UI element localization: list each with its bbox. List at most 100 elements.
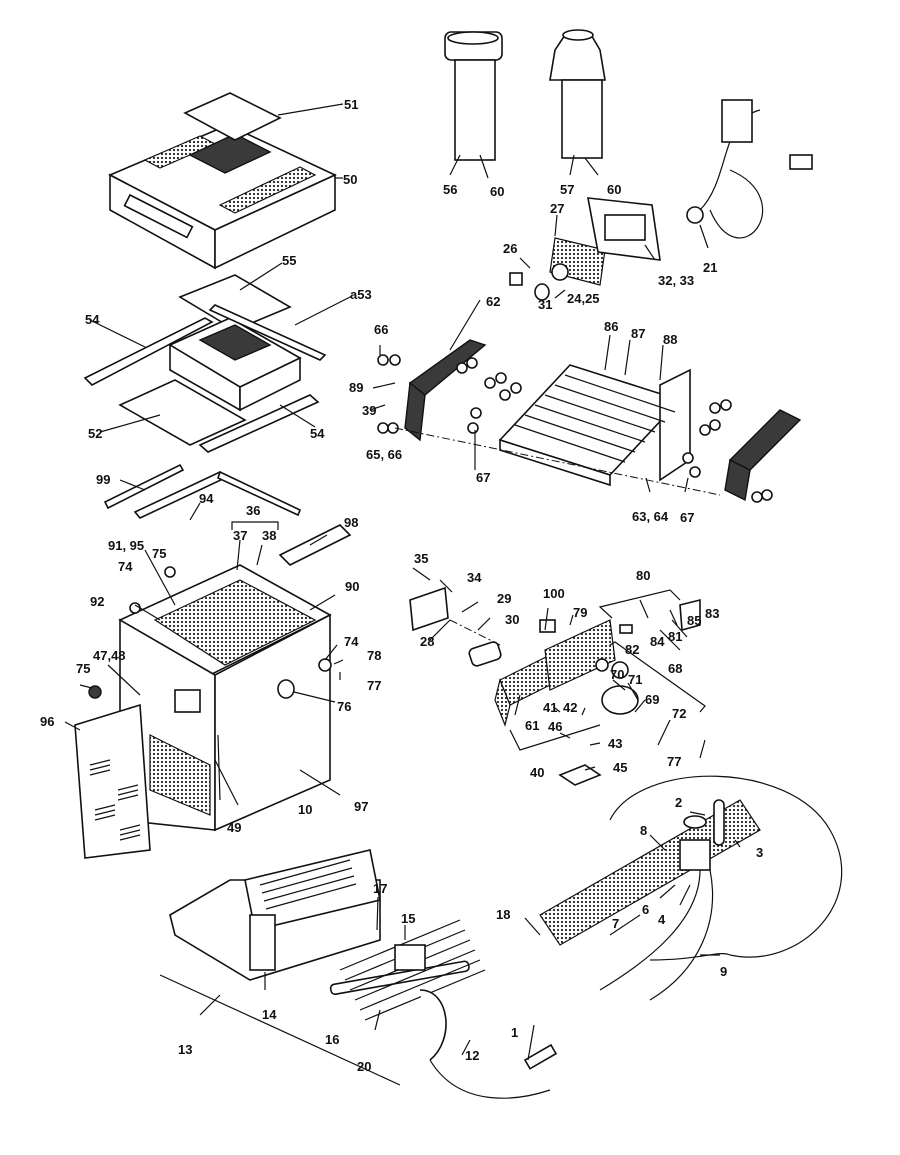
label-8: 8	[640, 823, 647, 838]
label-9: 9	[720, 964, 727, 979]
label-38: 38	[262, 528, 276, 543]
label-34: 34	[467, 570, 482, 585]
label-71: 71	[628, 672, 642, 687]
label-81: 81	[668, 629, 682, 644]
label-14: 14	[262, 1007, 277, 1022]
label-72: 72	[672, 706, 686, 721]
label-4: 4	[658, 912, 666, 927]
pilot-detail-view	[429, 775, 843, 1099]
label-54-right: 54	[310, 426, 325, 441]
label-67-b: 67	[680, 510, 694, 525]
label-60-a: 60	[490, 184, 504, 199]
label-45: 45	[613, 760, 627, 775]
label-30: 30	[505, 612, 519, 627]
label-3: 3	[756, 845, 763, 860]
label-87: 87	[631, 326, 645, 341]
label-46: 46	[548, 719, 562, 734]
access-door	[74, 703, 151, 859]
label-a53: a53	[350, 287, 372, 302]
label-85: 85	[687, 613, 701, 628]
label-76: 76	[337, 699, 351, 714]
control-panel-parts	[509, 99, 813, 301]
label-100: 100	[543, 586, 565, 601]
label-49: 49	[227, 820, 241, 835]
label-40: 40	[530, 765, 544, 780]
label-17: 17	[373, 881, 387, 896]
label-29: 29	[497, 591, 511, 606]
label-68: 68	[668, 661, 682, 676]
label-6: 6	[642, 902, 649, 917]
label-7: 7	[612, 916, 619, 931]
label-77-b: 77	[667, 754, 681, 769]
label-51: 51	[344, 97, 358, 112]
label-52: 52	[88, 426, 102, 441]
label-91-95: 91, 95	[108, 538, 144, 553]
label-1: 1	[511, 1025, 518, 1040]
label-27: 27	[550, 201, 564, 216]
label-79: 79	[573, 605, 587, 620]
part-labels: 51 50 55 a53 54 54 52 56 60 57 60 27 26 …	[40, 97, 763, 1074]
label-57: 57	[560, 182, 574, 197]
label-60-b: 60	[607, 182, 621, 197]
label-28: 28	[420, 634, 434, 649]
label-55: 55	[282, 253, 296, 268]
label-32-33: 32, 33	[658, 273, 694, 288]
label-92: 92	[90, 594, 104, 609]
label-41: 41	[543, 700, 557, 715]
burner-tray-assembly	[159, 849, 486, 1086]
label-78: 78	[367, 648, 381, 663]
label-2: 2	[675, 795, 682, 810]
label-66: 66	[374, 322, 388, 337]
label-83: 83	[705, 606, 719, 621]
heat-exchanger-assembly	[377, 339, 802, 503]
label-18: 18	[496, 907, 510, 922]
label-75-a: 75	[152, 546, 166, 561]
label-16: 16	[325, 1032, 339, 1047]
label-62: 62	[486, 294, 500, 309]
label-13: 13	[178, 1042, 192, 1057]
label-88: 88	[663, 332, 677, 347]
label-56: 56	[443, 182, 457, 197]
label-80: 80	[636, 568, 650, 583]
label-74-b: 74	[344, 634, 359, 649]
label-26: 26	[503, 241, 517, 256]
label-82: 82	[625, 642, 639, 657]
label-50: 50	[343, 172, 357, 187]
gas-valve-assembly	[409, 586, 701, 786]
label-70: 70	[610, 667, 624, 682]
label-63-64: 63, 64	[632, 509, 669, 524]
label-77-a: 77	[367, 678, 381, 693]
label-37: 37	[233, 528, 247, 543]
label-54-left: 54	[85, 312, 100, 327]
label-90: 90	[345, 579, 359, 594]
label-24-25: 24,25	[567, 291, 600, 306]
label-20: 20	[357, 1059, 371, 1074]
label-42: 42	[563, 700, 577, 715]
top-cover-assembly	[108, 92, 337, 270]
label-98: 98	[344, 515, 358, 530]
label-35: 35	[414, 551, 428, 566]
label-99: 99	[96, 472, 110, 487]
label-61: 61	[525, 718, 539, 733]
label-36: 36	[246, 503, 260, 518]
label-47-48: 47,48	[93, 648, 126, 663]
label-84: 84	[650, 634, 665, 649]
label-21: 21	[703, 260, 717, 275]
label-65-66: 65, 66	[366, 447, 402, 462]
top-lid-panel	[183, 92, 282, 141]
label-75-b: 75	[76, 661, 90, 676]
flue-collector-assembly	[83, 274, 327, 453]
label-97: 97	[354, 799, 368, 814]
exhaust-stacks	[444, 29, 606, 161]
label-96: 96	[40, 714, 54, 729]
label-31: 31	[538, 297, 552, 312]
label-39: 39	[362, 403, 376, 418]
label-43: 43	[608, 736, 622, 751]
cabinet-assembly	[74, 463, 352, 859]
label-15: 15	[401, 911, 415, 926]
leader-lines	[64, 103, 741, 1061]
label-10: 10	[298, 802, 312, 817]
label-12: 12	[465, 1048, 479, 1063]
label-69: 69	[645, 692, 659, 707]
